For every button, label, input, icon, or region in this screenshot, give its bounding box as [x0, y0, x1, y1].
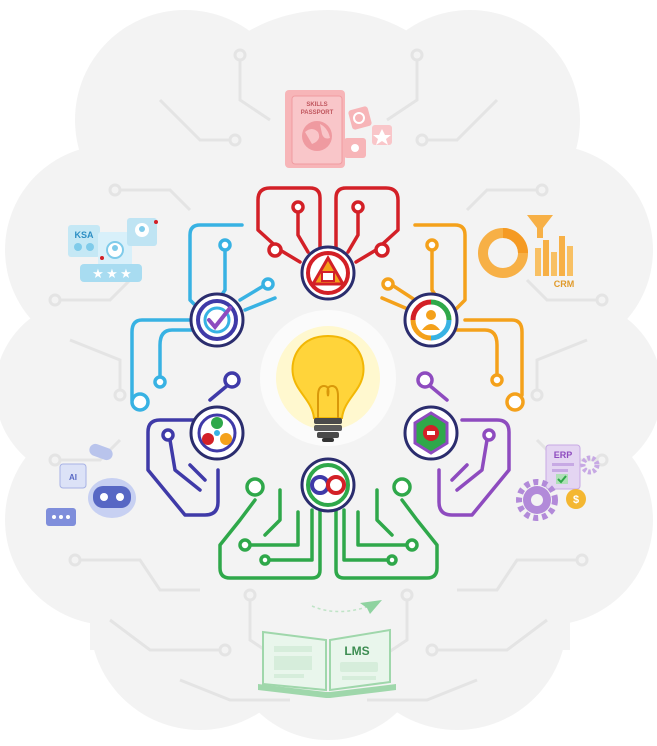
node-infinity-icon — [300, 457, 356, 513]
circuit-indigo — [146, 371, 241, 517]
circuit-green — [218, 477, 439, 580]
circuit-red — [256, 186, 400, 264]
passport-title-line1: SKILLS — [306, 102, 327, 108]
ksa-card-illustration: KSA ★ ★ ★ — [68, 218, 158, 282]
ai-robot-illustration: AI — [46, 443, 136, 526]
node-shield-icon — [403, 405, 459, 461]
circuit-purple — [416, 371, 511, 517]
passport-title-line2: PASSPORT — [301, 110, 334, 116]
node-checkmark-icon — [189, 292, 245, 348]
node-top-icon — [300, 245, 356, 301]
crm-label: CRM — [554, 279, 575, 289]
node-user-icon — [403, 292, 459, 348]
lightbulb-icon — [260, 310, 396, 446]
node-network-icon — [189, 405, 245, 461]
circuit-skyblue — [130, 223, 277, 412]
erp-illustration: ERP $ — [516, 444, 600, 521]
ksa-label: KSA — [74, 230, 94, 240]
crm-chart-illustration: CRM — [478, 215, 575, 289]
svg-text:$: $ — [573, 494, 579, 506]
lms-book-illustration: LMS — [258, 600, 396, 698]
ai-chip-label: AI — [69, 473, 77, 482]
erp-label: ERP — [554, 450, 573, 460]
lms-label: LMS — [344, 644, 369, 658]
svg-text:★: ★ — [92, 266, 104, 281]
skills-passport-illustration: SKILLS PASSPORT — [285, 90, 392, 168]
svg-text:★: ★ — [106, 266, 118, 281]
svg-text:★: ★ — [120, 266, 132, 281]
